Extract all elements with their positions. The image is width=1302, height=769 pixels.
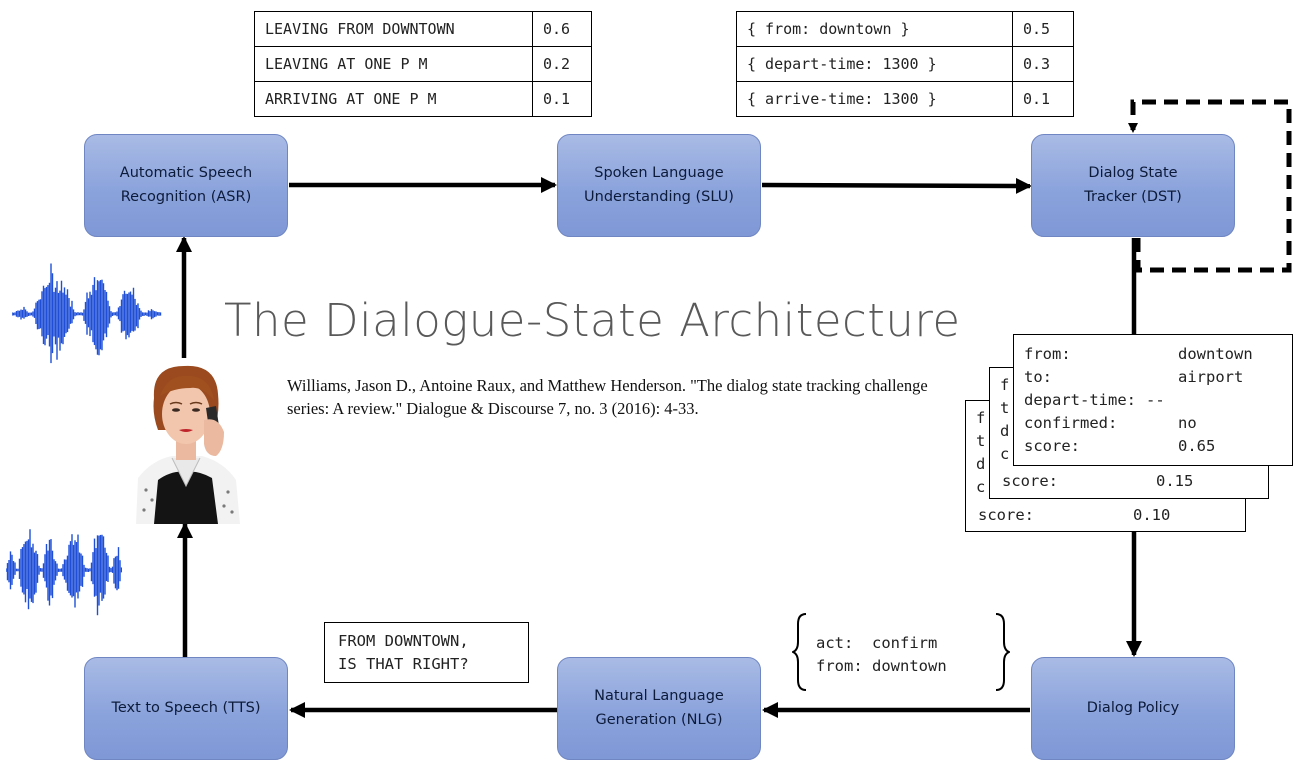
state-key: depart-time: [1024, 391, 1136, 409]
state-value: no [1178, 414, 1197, 432]
state-key-partial: f [1000, 376, 1010, 394]
user-on-phone-image [132, 360, 241, 524]
hyp-text: LEAVING FROM DOWNTOWN [254, 11, 533, 47]
hyp-score: 0.1 [1012, 81, 1074, 117]
slu-nbest-table: { from: downtown }0.5 { depart-time: 130… [736, 11, 1074, 117]
table-row: { arrive-time: 1300 }0.1 [736, 81, 1074, 117]
hyp-text: LEAVING AT ONE P M [254, 46, 533, 82]
state-value: -- [1146, 391, 1165, 409]
state-key-partial: f [976, 409, 986, 427]
output-waveform-icon [6, 529, 122, 616]
tts-label: Text to Speech (TTS) [111, 699, 261, 716]
hyp-text: { arrive-time: 1300 } [736, 81, 1013, 117]
policy-action-line: from: downtown [816, 657, 947, 675]
nlg-output-line: FROM DOWNTOWN, [338, 632, 469, 650]
dialog-state-card-front: from: downtown to: airport depart-time: … [1013, 334, 1293, 466]
state-score-value: 0.15 [1156, 472, 1194, 490]
hyp-score: 0.2 [532, 46, 592, 82]
state-value: downtown [1178, 345, 1253, 363]
state-key: from: [1024, 345, 1071, 363]
hyp-score: 0.6 [532, 11, 592, 47]
policy-action-line: act: confirm [816, 634, 938, 652]
state-key-partial: d [976, 455, 986, 473]
asr-box: Automatic Speech Recognition (ASR) [84, 134, 288, 237]
hyp-text: { from: downtown } [736, 11, 1013, 47]
asr-label: Automatic Speech Recognition (ASR) [119, 165, 253, 205]
state-score-label: score: [1024, 437, 1080, 455]
tts-box: Text to Speech (TTS) [84, 657, 288, 760]
state-key: to: [1024, 368, 1052, 386]
policy-label: Dialog Policy [1086, 699, 1180, 716]
dst-box: Dialog State Tracker (DST) [1031, 134, 1235, 237]
nlg-label: Natural Language Generation (NLG) [594, 688, 724, 728]
page-title: The Dialogue-State Architecture [224, 294, 961, 347]
state-score-value: 0.10 [1133, 506, 1171, 524]
dst-label: Dialog State Tracker (DST) [1084, 165, 1182, 205]
state-key-partial: c [1000, 445, 1010, 463]
policy-action-braces [792, 613, 1010, 691]
nlg-output-box: FROM DOWNTOWN, IS THAT RIGHT? [324, 622, 529, 683]
hyp-score: 0.1 [532, 81, 592, 117]
hyp-text: ARRIVING AT ONE P M [254, 81, 533, 117]
hyp-score: 0.5 [1012, 11, 1074, 47]
state-key: confirmed: [1024, 414, 1118, 432]
state-score-label: score: [1002, 472, 1058, 490]
state-key-partial: t [1000, 399, 1010, 417]
citation: Williams, Jason D., Antoine Raux, and Ma… [287, 376, 928, 418]
state-key-partial: d [1000, 422, 1010, 440]
slu-label: Spoken Language Understanding (SLU) [584, 165, 734, 205]
hyp-score: 0.3 [1012, 46, 1074, 82]
nlg-box: Natural Language Generation (NLG) [557, 657, 761, 760]
state-key-partial: t [976, 432, 986, 450]
slu-box: Spoken Language Understanding (SLU) [557, 134, 761, 237]
policy-box: Dialog Policy [1031, 657, 1235, 760]
state-key-partial: c [976, 478, 986, 496]
table-row: { depart-time: 1300 }0.3 [736, 46, 1074, 82]
hyp-text: { depart-time: 1300 } [736, 46, 1013, 82]
arrow-slu-to-dst [761, 177, 1032, 194]
state-score-label: score: [978, 506, 1034, 524]
state-value: airport [1178, 368, 1244, 386]
table-row: { from: downtown }0.5 [736, 11, 1074, 47]
input-waveform-icon [12, 263, 162, 364]
nlg-output-line: IS THAT RIGHT? [338, 655, 469, 673]
state-score-value: 0.65 [1178, 437, 1216, 455]
